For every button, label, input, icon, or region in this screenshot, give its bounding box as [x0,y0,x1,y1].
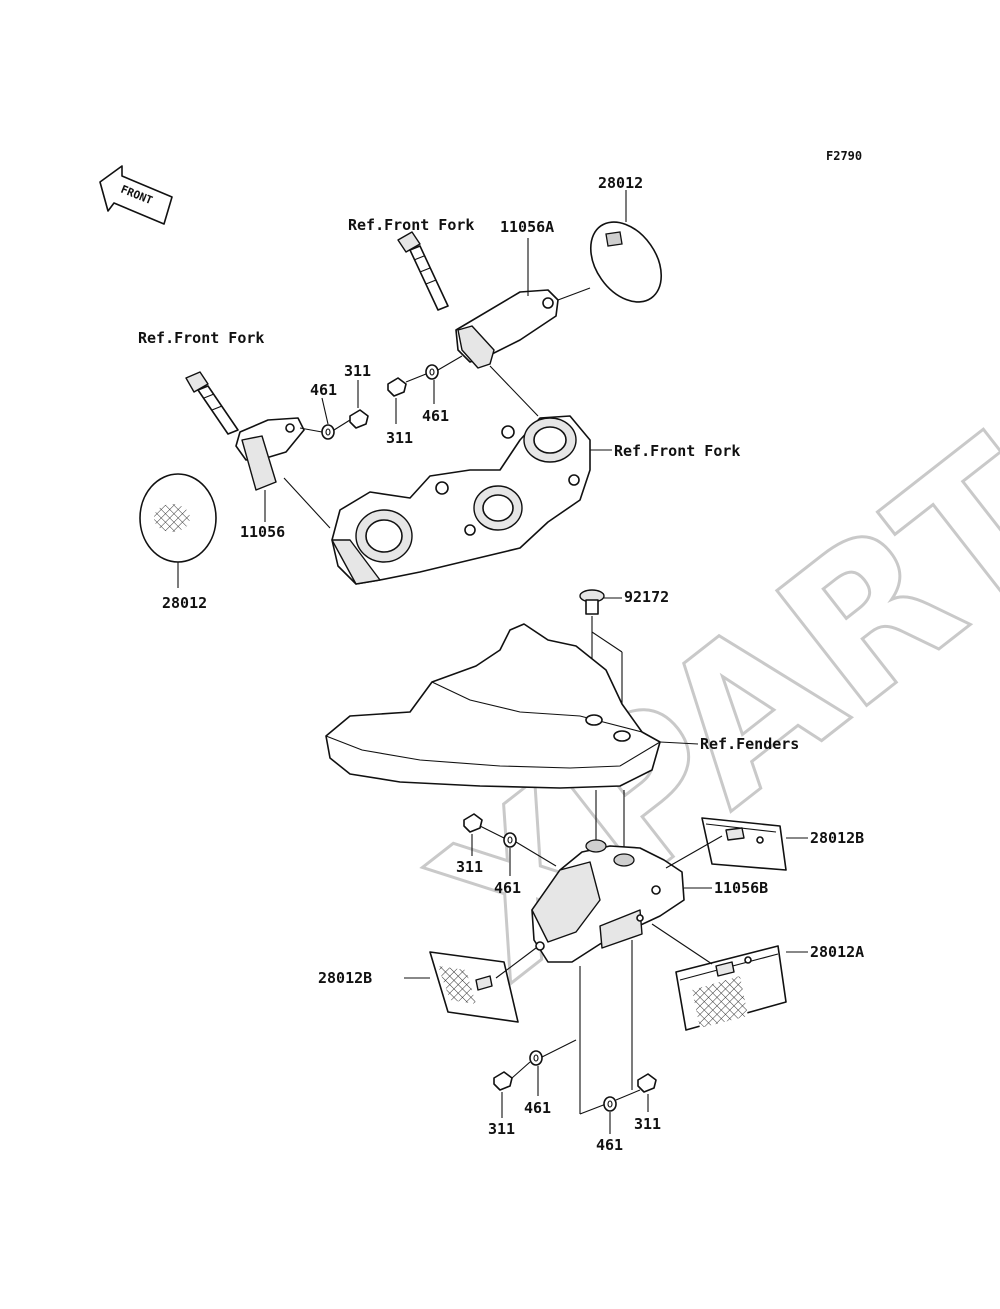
label-bracket-11056A: 11056A [500,218,554,236]
label-washer-461-bottom-mid: 461 [596,1136,623,1154]
label-ref-fenders: Ref.Fenders [700,735,799,753]
front-arrow-icon: FRONT [99,165,173,225]
label-nut-311-bottom-right: 311 [634,1115,661,1133]
label-ref-front-fork-right: Ref.Front Fork [614,442,740,460]
nut-311-left [349,409,369,429]
washer-461-mid [425,364,439,380]
washer-461-lower [503,832,517,848]
label-washer-461-mid: 461 [422,407,449,425]
reflector-28012-top [589,190,663,303]
label-bracket-11056B: 11056B [714,879,768,897]
reflector-28012B-right [701,817,808,871]
screw-92172 [579,589,622,615]
washer-461-left [321,424,335,440]
label-nut-311-bottom-left: 311 [488,1120,515,1138]
nut-311-bottom-left [493,1071,513,1091]
label-screw-92172: 92172 [624,588,669,606]
bracket-11056 [235,417,305,491]
label-washer-461-left: 461 [310,381,337,399]
nut-311-mid [387,377,407,397]
nut-311-bottom-right [637,1073,657,1093]
label-reflector-28012B-right: 28012B [810,829,864,847]
washer-461-bottom-mid [603,1096,617,1112]
label-nut-311-lower: 311 [456,858,483,876]
label-ref-front-fork-top: Ref.Front Fork [348,216,474,234]
label-nut-311-left: 311 [344,362,371,380]
diagram-code: F2790 [826,149,862,163]
fork-triple-clamp [331,415,612,585]
washer-461-bottom-left [529,1050,543,1066]
reflector-28012A [675,945,808,1031]
bolt-top [397,231,449,311]
label-reflector-28012-top: 28012 [598,174,643,192]
reflector-28012-left [139,473,217,588]
bracket-11056A [455,287,591,369]
label-ref-front-fork-left: Ref.Front Fork [138,329,264,347]
label-reflector-28012A: 28012A [810,943,864,961]
label-nut-311-mid: 311 [386,429,413,447]
label-washer-461-lower: 461 [494,879,521,897]
label-reflector-28012B-left: 28012B [318,969,372,987]
bolt-left [185,371,239,435]
label-bracket-11056: 11056 [240,523,285,541]
reflector-28012B-left [404,951,519,1023]
bracket-11056B [531,839,685,963]
nut-311-lower [463,813,483,833]
label-reflector-28012-left: 28012 [162,594,207,612]
label-washer-461-bottom-left: 461 [524,1099,551,1117]
front-fender [325,623,699,789]
